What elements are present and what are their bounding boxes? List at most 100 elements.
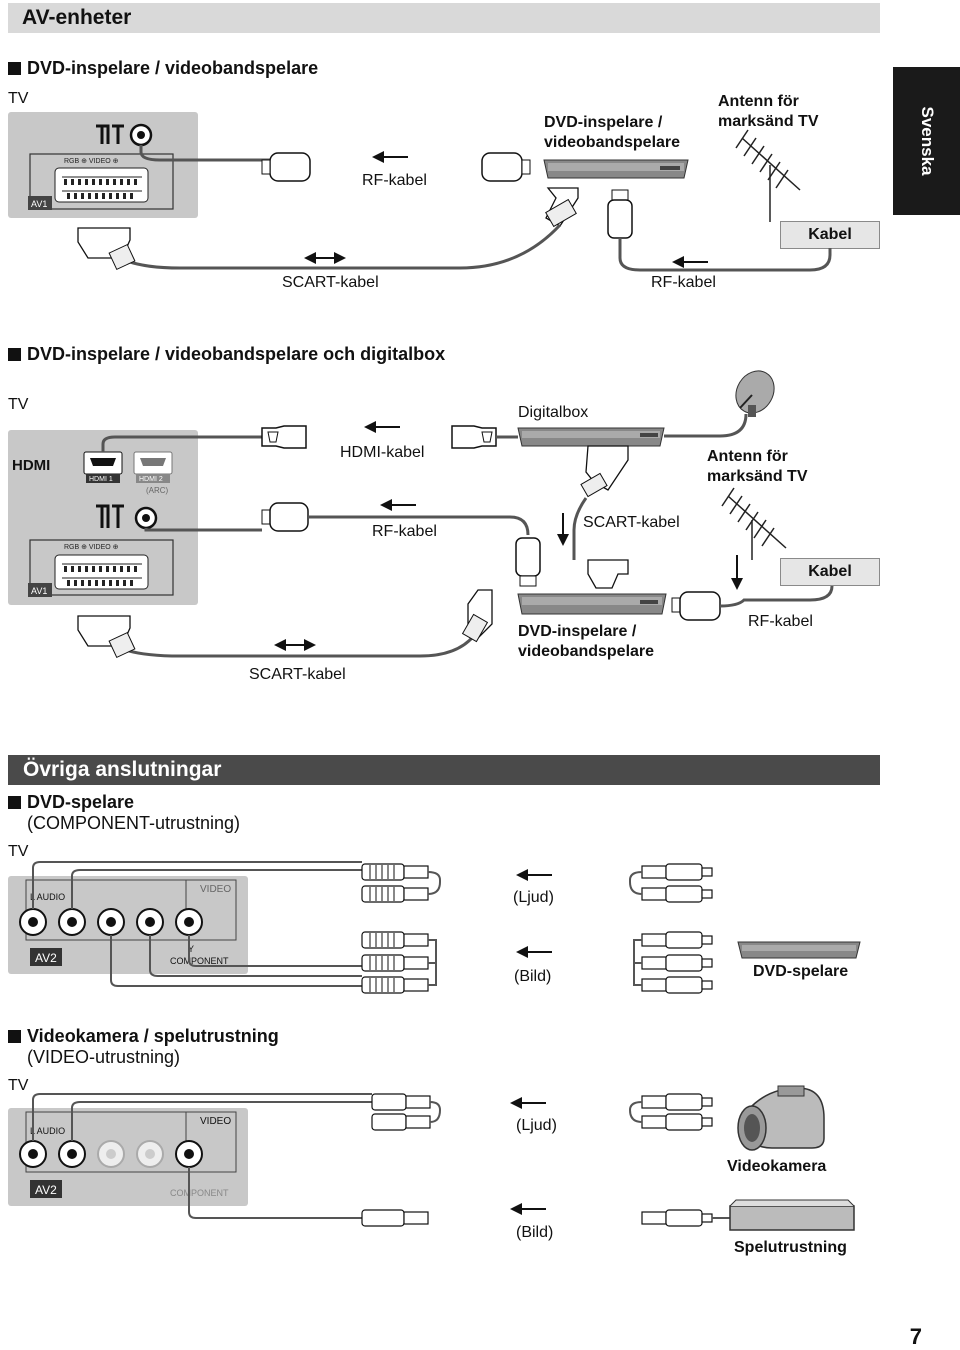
dvd-audio-port-text: L AUDIO [30,892,65,902]
arc-text: (ARC) [146,486,169,495]
dvd-rca-plugs-right [641,863,713,994]
cam-video-label: (Bild) [516,1224,554,1241]
s2-rf-plug-mid [515,537,541,587]
s1-scart-cable [119,223,562,270]
section1-title-text: DVD-inspelare / videobandspelare [27,58,319,78]
s1-av1-text: AV1 [31,199,47,209]
bullet-square-icon [8,796,21,809]
s1-rf-plug-right [481,152,531,182]
s2-scart-cable-bottom [119,629,480,658]
camcorder-title: Videokamera / spelutrustning [8,1026,279,1047]
s2-satellite-cable [664,413,748,438]
antenna-symbol-icon [96,124,124,144]
s2-hdmi-plug-left [261,425,307,449]
s2-device-label: DVD-inspelare / videobandspelare [518,623,655,660]
s1-scart-plug-tv [77,227,136,271]
dvd-tv-label: TV [8,843,29,860]
dvd-y-text: Y [188,944,194,954]
s2-scart-plug-dvd-top [587,559,629,589]
videocamera-icon [737,1085,825,1151]
dvd-component-text: COMPONENT [170,956,229,966]
s2-rf-cable-mid [308,515,530,536]
bullet-square-icon [8,1030,21,1043]
section1-title: DVD-inspelare / videobandspelare [8,58,318,79]
s1-port-labels: RGB ⊕ VIDEO ⊕ [64,158,119,165]
dvd-device-label: DVD-spelare [753,963,849,980]
dvd-audio-label: (Ljud) [513,889,554,906]
dvd-player-title: DVD-spelare [8,792,134,813]
s2-rf-cable-bottom-label: RF-kabel [748,613,813,630]
s2-rf-plug-dvd [671,591,721,621]
camcorder-title-text: Videokamera / spelutrustning [27,1026,279,1046]
cam-tv-label: TV [8,1077,29,1094]
s1-antenna-icon [735,129,801,222]
cam-cables [32,1093,372,1219]
cam-av2-text: AV2 [35,1183,57,1197]
s2-scart-plug-dvd [461,589,493,643]
hdmi1-text: HDMI 1 [89,476,113,483]
section2-title-text: DVD-inspelare / videobandspelare och dig… [27,344,446,364]
dvd-audio-cables [32,861,362,987]
dvd-video-label: (Bild) [514,968,552,985]
main-header: AV-enheter [8,3,880,33]
hdmi2-text: HDMI 2 [139,476,163,483]
s2-digitalbox-icon [517,427,665,447]
dvd-rca-grips-left [369,865,395,992]
cam-rca-plugs-right [641,1093,713,1227]
camcorder-subtitle: (VIDEO-utrustning) [27,1047,181,1067]
camera-label: Videokamera [727,1158,827,1175]
s1-rf-cable-bottom-label: RF-kabel [651,274,716,291]
antenna-symbol-icon [96,504,124,528]
page-number: 7 [909,1324,922,1349]
s2-antenna-label: Antenn för marksänd TV [707,448,808,485]
s2-scart-cable-bottom-label: SCART-kabel [249,666,346,683]
s2-scart-plug-digitalbox [580,445,629,498]
s2-av1-text: AV1 [31,586,47,596]
dvd-av2-text: AV2 [35,951,57,965]
s2-rf-cable-top-label: RF-kabel [372,523,437,540]
cam-video-port-text: VIDEO [200,1116,231,1127]
s2-cable-box-label: Kabel [808,563,852,580]
hdmi-logo-text: HDMI [12,457,50,474]
bullet-square-icon [8,348,21,361]
language-tab: Svenska [893,67,960,215]
s2-tv-label: TV [8,396,29,413]
cam-tv-panel: L AUDIO VIDEO AV2 COMPONENT [8,1108,248,1206]
s2-cable-box: Kabel [780,558,880,586]
s2-rf-plug-left [261,502,309,532]
other-connections-header: Övriga anslutningar [8,755,880,785]
dvd-rca-plugs-left [361,863,429,994]
s2-scart-cable-mid-label: SCART-kabel [583,514,680,531]
s1-scart-plug-dvd [545,187,579,228]
s2-rf-cable-right [719,585,834,608]
s1-rf-plug-left [261,152,311,182]
bullet-square-icon [8,62,21,75]
dvd-player-title-text: DVD-spelare [27,792,135,812]
s2-tv-panel: HDMI HDMI 1 HDMI 2 (ARC) AV1 RGB ⊕ VIDEO… [8,430,198,605]
cam-component-text: COMPONENT [170,1188,229,1198]
dvd-tv-panel: L AUDIO VIDEO AV2 COMPONENT Y [8,876,248,974]
s1-rf-cable-bottom [618,238,832,272]
s2-rf-cable-left [144,528,262,532]
dvd-video-port-text: VIDEO [200,884,231,895]
s2-satellite-dish-icon [735,370,775,417]
cam-audio-port-text: L AUDIO [30,1126,65,1136]
s1-dvd-recorder-icon [543,159,689,179]
dvd-player-subtitle: (COMPONENT-utrustning) [27,813,241,833]
s1-rf-plug-dvd [607,189,633,239]
game-console-icon [729,1199,855,1231]
s1-device-label: DVD-inspelare / videobandspelare [544,114,681,151]
s2-antenna-icon [721,487,787,560]
s1-antenna-label: Antenn för marksänd TV [718,93,819,130]
s2-port-labels: RGB ⊕ VIDEO ⊕ [64,544,119,551]
s1-cable-box: Kabel [780,221,880,249]
dvd-player-icon [737,941,861,959]
s1-tv-panel: AV1 RGB ⊕ VIDEO ⊕ [8,112,198,218]
s1-scart-cable-label: SCART-kabel [282,274,379,291]
s2-hdmi-plug-right [451,425,497,449]
s1-tv-label: TV [8,90,29,107]
s1-rf-cable-left [139,145,270,162]
s2-scart-cable-mid [572,497,588,560]
other-connections-title: Övriga anslutningar [23,758,222,781]
cam-rca-plugs-left [361,1093,431,1227]
